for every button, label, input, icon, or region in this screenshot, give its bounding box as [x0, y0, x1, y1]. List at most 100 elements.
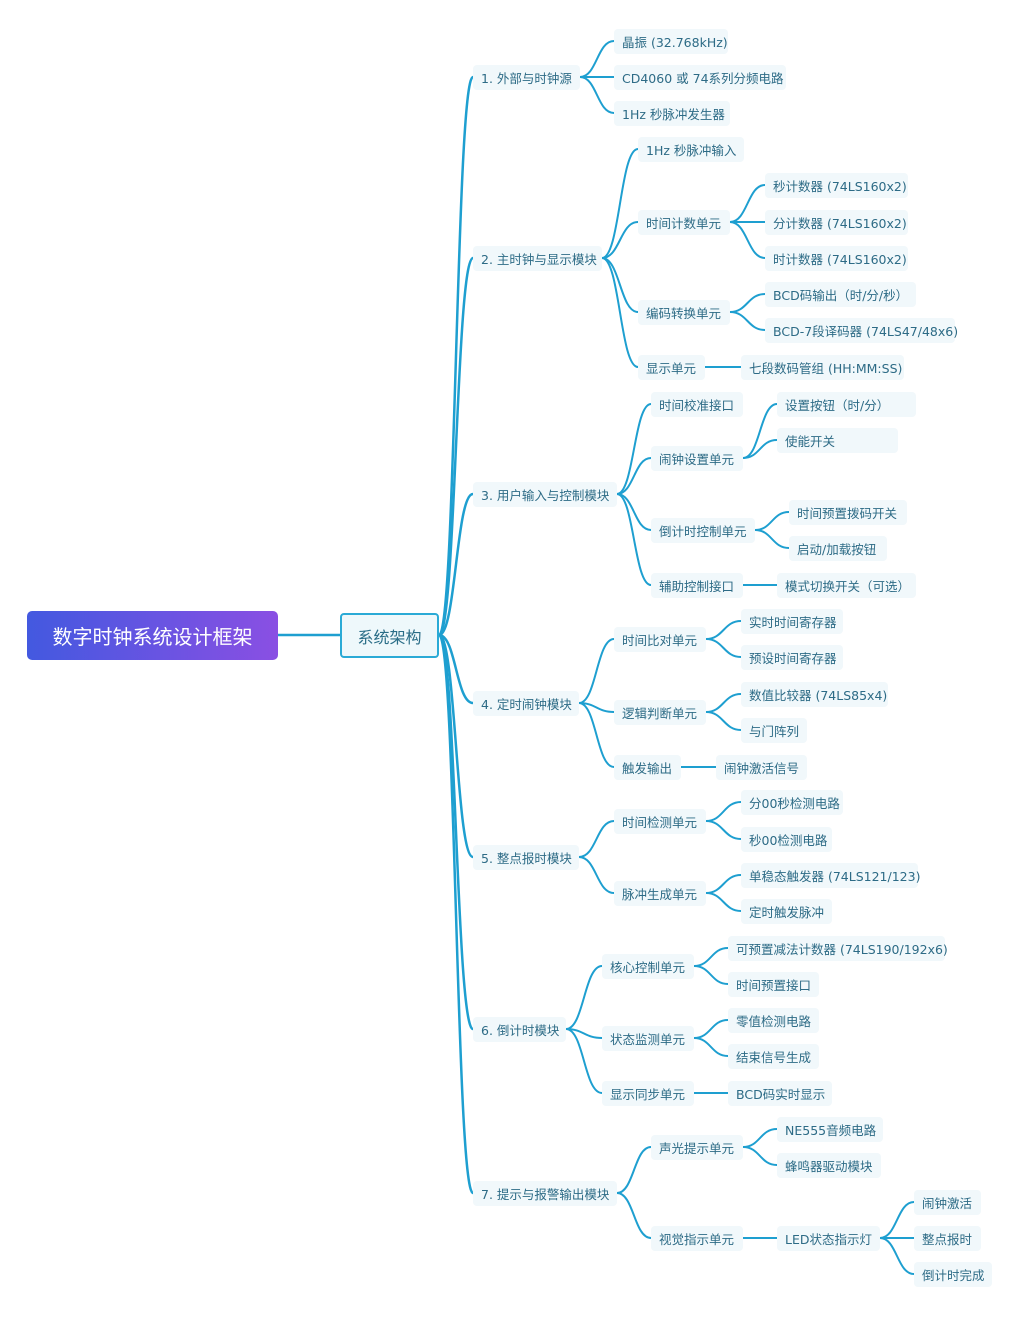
link-6-0-1 [742, 1146, 778, 1166]
mindmap-node-4-1-1[interactable]: 定时触发脉冲 [741, 898, 832, 924]
link-0-2 [579, 76, 615, 114]
mindmap-node-1-1-2[interactable]: 时计数器 (74LS160x2) [765, 245, 908, 271]
link-4-0 [578, 820, 615, 858]
link-6-1-0-2 [879, 1237, 915, 1275]
mindmap-node-3-1[interactable]: 逻辑判断单元 [614, 699, 706, 725]
mindmap-node-4-0-0[interactable]: 分00秒检测电路 [741, 789, 843, 815]
mindmap-node-3[interactable]: 4. 定时闹钟模块 [473, 690, 579, 716]
mindmap-node-3-2[interactable]: 触发输出 [614, 754, 681, 780]
link-3-1-0 [705, 693, 742, 713]
mindmap-node-1-2-1[interactable]: BCD-7段译码器 (74LS47/48x6) [765, 317, 958, 343]
link-4 [437, 633, 475, 859]
mindmap-node-2-1-0[interactable]: 设置按钮（时/分） [777, 391, 916, 417]
link-1-1 [601, 221, 639, 259]
mindmap-node-2-0[interactable]: 时间校准接口 [651, 391, 743, 417]
mindmap-node-6-0[interactable]: 声光提示单元 [651, 1134, 743, 1160]
mindmap-node-5-2-0[interactable]: BCD码实时显示 [728, 1080, 832, 1106]
link-3-1-1 [705, 711, 742, 731]
mindmap-node-4[interactable]: 5. 整点报时模块 [473, 844, 579, 870]
mindmap-node-1-2[interactable]: 编码转换单元 [638, 299, 730, 325]
mindmap-node-2-1-1[interactable]: 使能开关 [777, 427, 898, 453]
mindmap-node-6-1-0-0[interactable]: 闹钟激活 [914, 1189, 981, 1215]
link-1-1-2 [729, 221, 766, 259]
mindmap-node-3-2-0[interactable]: 闹钟激活信号 [716, 754, 807, 780]
mindmap-node-5-1-0[interactable]: 零值检测电路 [728, 1007, 819, 1033]
root-node[interactable]: 数字时钟系统设计框架 [27, 611, 278, 660]
mindmap-node-5-0-0[interactable]: 可预置减法计数器 (74LS190/192x6) [728, 935, 948, 961]
mindmap-node-5-1-1[interactable]: 结束信号生成 [728, 1043, 819, 1069]
mindmap-node-2-2[interactable]: 倒计时控制单元 [651, 517, 755, 543]
link-1-1-0 [729, 184, 766, 223]
mindmap-node-5[interactable]: 6. 倒计时模块 [473, 1016, 566, 1042]
link-4-1 [578, 856, 615, 894]
mindmap-node-4-0[interactable]: 时间检测单元 [614, 808, 706, 834]
mindmap-node-3-0[interactable]: 时间比对单元 [614, 626, 706, 652]
link-5-0-0 [693, 947, 729, 967]
link-4-0-0 [705, 801, 742, 822]
mindmap-node-1-1[interactable]: 时间计数单元 [638, 209, 730, 235]
mindmap-node-3-1-0[interactable]: 数值比较器 (74LS85x4) [741, 681, 888, 707]
link-2-1-1 [742, 439, 778, 459]
mindmap-node-5-1[interactable]: 状态监测单元 [602, 1025, 694, 1051]
link-0-0 [579, 40, 615, 78]
mindmap-node-2-1[interactable]: 闹钟设置单元 [651, 445, 743, 471]
mindmap-node-6[interactable]: 7. 提示与报警输出模块 [473, 1180, 617, 1206]
link-3-0-0 [705, 620, 742, 640]
mindmap-node-0-0[interactable]: 晶振 (32.768kHz) [614, 28, 728, 54]
link-5 [437, 633, 475, 1031]
mindmap-node-1-3-0[interactable]: 七段数码管组 (HH:MM:SS) [741, 354, 904, 380]
mindmap-node-1-3[interactable]: 显示单元 [638, 354, 705, 380]
mindmap-node-1-2-0[interactable]: BCD码输出（时/分/秒） [765, 281, 916, 307]
mindmap-node-1-1-0[interactable]: 秒计数器 (74LS160x2) [765, 172, 908, 198]
link-2-2-1 [754, 529, 790, 549]
link-6-0 [616, 1146, 652, 1194]
mindmap-node-6-1-0-2[interactable]: 倒计时完成 [914, 1261, 992, 1287]
link-2-0 [616, 403, 652, 495]
mindmap-node-0-1[interactable]: CD4060 或 74系列分频电路 [614, 64, 786, 90]
mindmap-node-2-2-0[interactable]: 时间预置拨码开关 [789, 499, 907, 525]
mindmap-node-6-1-0-1[interactable]: 整点报时 [914, 1225, 981, 1251]
mindmap-node-4-1[interactable]: 脉冲生成单元 [614, 880, 706, 906]
mindmap-node-0-2[interactable]: 1Hz 秒脉冲发生器 [614, 100, 730, 126]
mindmap-node-1-1-1[interactable]: 分计数器 (74LS160x2) [765, 209, 908, 235]
link-1-2-1 [729, 311, 766, 331]
mindmap-node-4-0-1[interactable]: 秒00检测电路 [741, 826, 832, 852]
link-5-2 [565, 1028, 603, 1094]
link-6-1 [616, 1192, 652, 1239]
mindmap-node-6-0-0[interactable]: NE555音频电路 [777, 1116, 883, 1142]
link-2 [438, 492, 474, 637]
link-1-3 [601, 257, 639, 368]
mindmap-node-2-3-0[interactable]: 模式切换开关（可选） [777, 572, 916, 598]
mindmap-node-6-1-0[interactable]: LED状态指示灯 [777, 1225, 880, 1251]
link-4-1-0 [705, 874, 742, 894]
link-6-0-0 [742, 1128, 778, 1148]
mindmap-node-3-0-0[interactable]: 实时时间寄存器 [741, 608, 843, 634]
link-4-0-1 [705, 820, 742, 840]
link-4-1-1 [705, 892, 742, 912]
mindmap-node-4-1-0[interactable]: 单稳态触发器 (74LS121/123) [741, 862, 920, 888]
mindmap-node-1-0[interactable]: 1Hz 秒脉冲输入 [638, 136, 744, 162]
mindmap-node-3-0-1[interactable]: 预设时间寄存器 [741, 644, 843, 670]
link-5-0 [565, 965, 603, 1030]
mindmap-node-6-0-1[interactable]: 蜂鸣器驱动模块 [777, 1152, 881, 1178]
link-0 [437, 75, 475, 637]
mindmap-node-2-2-1[interactable]: 启动/加载按钮 [789, 535, 887, 561]
link-5-1-0 [693, 1019, 729, 1039]
link-2-3 [616, 493, 652, 586]
link-3-0-1 [705, 638, 742, 658]
mindmap-node-2-3[interactable]: 辅助控制接口 [651, 572, 743, 598]
link-1-2-0 [729, 293, 766, 313]
link-5-0-1 [693, 965, 729, 985]
center-node[interactable]: 系统架构 [340, 613, 439, 658]
mindmap-node-5-0-1[interactable]: 时间预置接口 [728, 971, 819, 997]
mindmap-node-2[interactable]: 3. 用户输入与控制模块 [473, 481, 617, 507]
link-3 [438, 633, 474, 705]
mindmap-node-5-2[interactable]: 显示同步单元 [602, 1080, 694, 1106]
mindmap-node-1[interactable]: 2. 主时钟与显示模块 [473, 245, 602, 271]
mindmap-node-0[interactable]: 1. 外部与时钟源 [473, 64, 580, 90]
mindmap-node-5-0[interactable]: 核心控制单元 [602, 953, 694, 979]
mindmap-node-3-1-1[interactable]: 与门阵列 [741, 717, 807, 743]
mindmap-node-6-1[interactable]: 视觉指示单元 [651, 1225, 743, 1251]
link-1 [437, 256, 475, 637]
